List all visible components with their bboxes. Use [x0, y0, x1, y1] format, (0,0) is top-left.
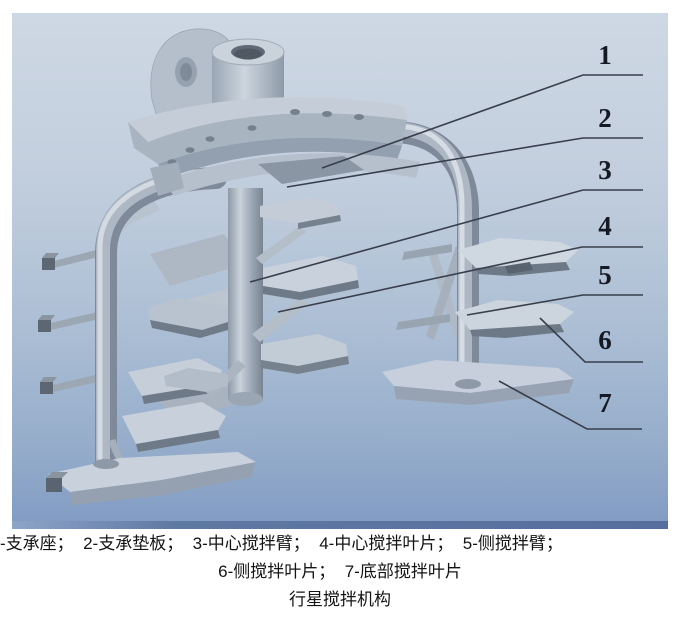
- center-blades: [148, 197, 359, 398]
- leader-line-3: [249, 189, 643, 283]
- side-blades-right: [455, 238, 578, 338]
- figure-title: 行星搅拌机构: [289, 590, 391, 609]
- bolt-holes: [167, 109, 364, 165]
- leader-line-1: [321, 74, 643, 169]
- caption-parts-line-2: 6-侧搅拌叶片； 7-底部搅拌叶片: [218, 562, 462, 581]
- callout-leader-lines: [249, 74, 643, 430]
- bottom-blade-right: [382, 360, 574, 405]
- callout-1: 1: [598, 40, 612, 70]
- leader-line-5: [466, 294, 643, 316]
- side-blades-left-inner: [108, 358, 226, 492]
- callout-4: 4: [598, 211, 612, 241]
- side-arm-right-braces: [396, 244, 464, 340]
- callout-6: 6: [598, 325, 612, 355]
- bottom-blade-left: [46, 452, 256, 505]
- leader-line-4: [277, 246, 643, 313]
- leader-line-2: [286, 137, 643, 188]
- callout-5: 5: [598, 260, 612, 290]
- leader-line-7: [498, 380, 642, 430]
- support-seat: [128, 28, 420, 196]
- callout-2: 2: [598, 103, 612, 133]
- callout-3: 3: [598, 155, 612, 185]
- caption-parts-line-1: -支承座； 2-支承垫板； 3-中心搅拌臂； 4-中心搅拌叶片； 5-侧搅拌臂；: [0, 534, 563, 553]
- side-blades-left-thin: [38, 248, 108, 394]
- planetary-mixer-model: [38, 28, 643, 505]
- leader-line-6: [539, 317, 643, 363]
- callout-7: 7: [598, 388, 612, 418]
